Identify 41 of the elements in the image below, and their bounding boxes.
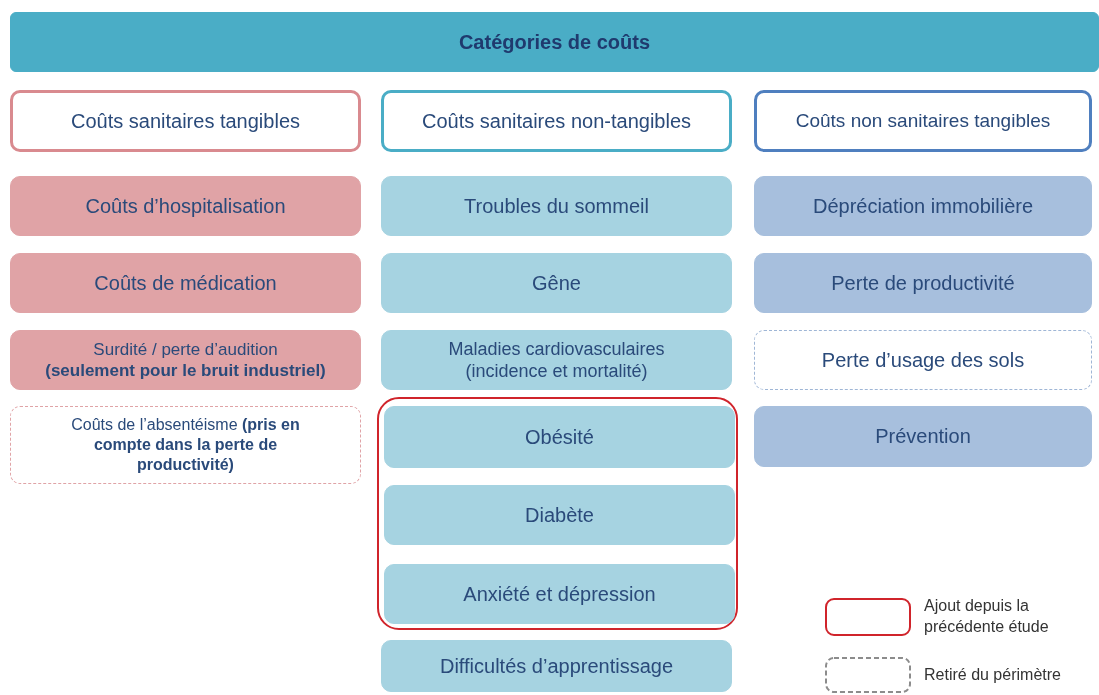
cost-box [754, 406, 1092, 467]
cost-box [10, 253, 361, 313]
cost-label: Coûts sanitaires non-tangibles [421, 108, 691, 134]
cost-box [384, 485, 735, 545]
added-group-outline [377, 397, 738, 630]
category-header [10, 90, 361, 152]
removed-cost-box [10, 406, 361, 484]
cost-box [384, 564, 735, 624]
cost-label: Perte de productivité [831, 270, 1015, 296]
legend-text: Ajout depuis la précédente étude [924, 596, 1050, 637]
removed-cost-box [754, 330, 1092, 390]
cost-box [381, 330, 732, 390]
cost-label: Dépréciation immobilière [812, 193, 1034, 219]
cost-box [754, 176, 1092, 236]
cost-box [381, 640, 732, 692]
cost-box [10, 330, 361, 390]
cost-box [10, 176, 361, 236]
cost-label: Perte d’usage des sols [821, 347, 1025, 373]
category-header [754, 90, 1092, 152]
cost-box [381, 176, 732, 236]
title-banner [10, 12, 1099, 72]
cost-label: Prévention [875, 424, 971, 449]
title-text: Catégories de coûts [458, 29, 651, 55]
cost-label: Maladies cardiovasculaires (incidence et mortalité) [447, 337, 666, 383]
cost-label: Coûts de l’absentéisme (pris en compte dans la perte de productivité) [70, 415, 301, 475]
cost-label: Difficultés d’apprentissage [439, 653, 674, 679]
cost-label: Anxiété et dépression [463, 581, 656, 607]
cost-box [384, 406, 735, 468]
cost-label: Gêne [532, 270, 581, 296]
category-header [381, 90, 732, 152]
cost-box [754, 253, 1092, 313]
cost-label: Coûts non sanitaires tangibles [795, 109, 1051, 133]
cost-label: Surdité / perte d’audition (seulement pour le bruit industriel) [45, 338, 326, 382]
legend-text: Retiré du périmètre [924, 664, 1062, 685]
cost-label: Coûts de médication [94, 270, 277, 296]
cost-label: Obésité [525, 424, 594, 450]
cost-label: Diabète [525, 502, 594, 528]
cost-label: Troubles du sommeil [464, 193, 649, 219]
cost-box [381, 253, 732, 313]
cost-label: Coûts d’hospitalisation [85, 193, 286, 219]
cost-label: Coûts sanitaires tangibles [71, 108, 300, 134]
